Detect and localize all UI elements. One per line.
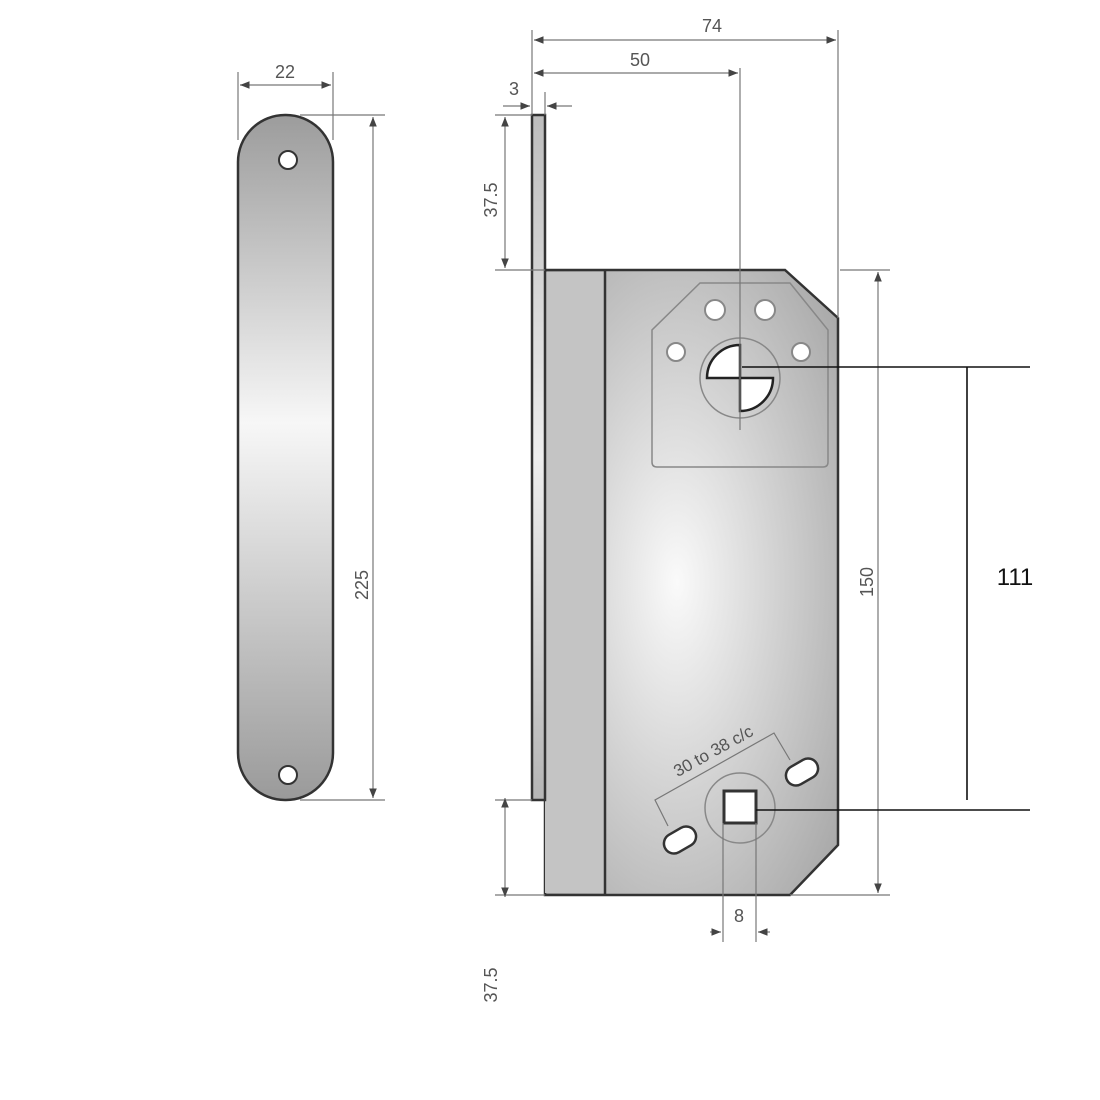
- dimension-faceplate-width: [237, 72, 334, 140]
- label-backset: 50: [630, 50, 650, 70]
- dimension-case-height: [790, 269, 890, 896]
- dimension-top-offset: [495, 114, 545, 271]
- dimension-overall-depth: [531, 30, 839, 318]
- label-overall-depth: 74: [702, 16, 722, 36]
- dimension-forend-thickness: [503, 92, 572, 115]
- dimension-bottom-offset: [495, 798, 545, 897]
- dimension-spindle: [710, 823, 770, 942]
- cylinder-plate: [651, 68, 829, 468]
- label-top-offset: 37.5: [481, 182, 501, 217]
- forend-strip: [530, 113, 547, 802]
- label-case-height: 150: [857, 567, 877, 597]
- dimension-centre-distance: [742, 366, 1030, 811]
- faceplate: [236, 113, 335, 802]
- label-spindle: 8: [734, 906, 744, 926]
- label-forend-thickness: 3: [509, 79, 519, 99]
- label-faceplate-width: 22: [275, 62, 295, 82]
- spindle-area: [654, 732, 820, 855]
- lock-case: [530, 113, 840, 897]
- label-faceplate-length: 225: [352, 570, 372, 600]
- label-centre-distance: 111: [997, 564, 1033, 591]
- square-spindle-hole: [722, 789, 758, 825]
- dimension-faceplate-length: [300, 114, 385, 801]
- label-bottom-offset: 37.5: [481, 967, 501, 1002]
- cylinder-hole-icon: [705, 343, 775, 413]
